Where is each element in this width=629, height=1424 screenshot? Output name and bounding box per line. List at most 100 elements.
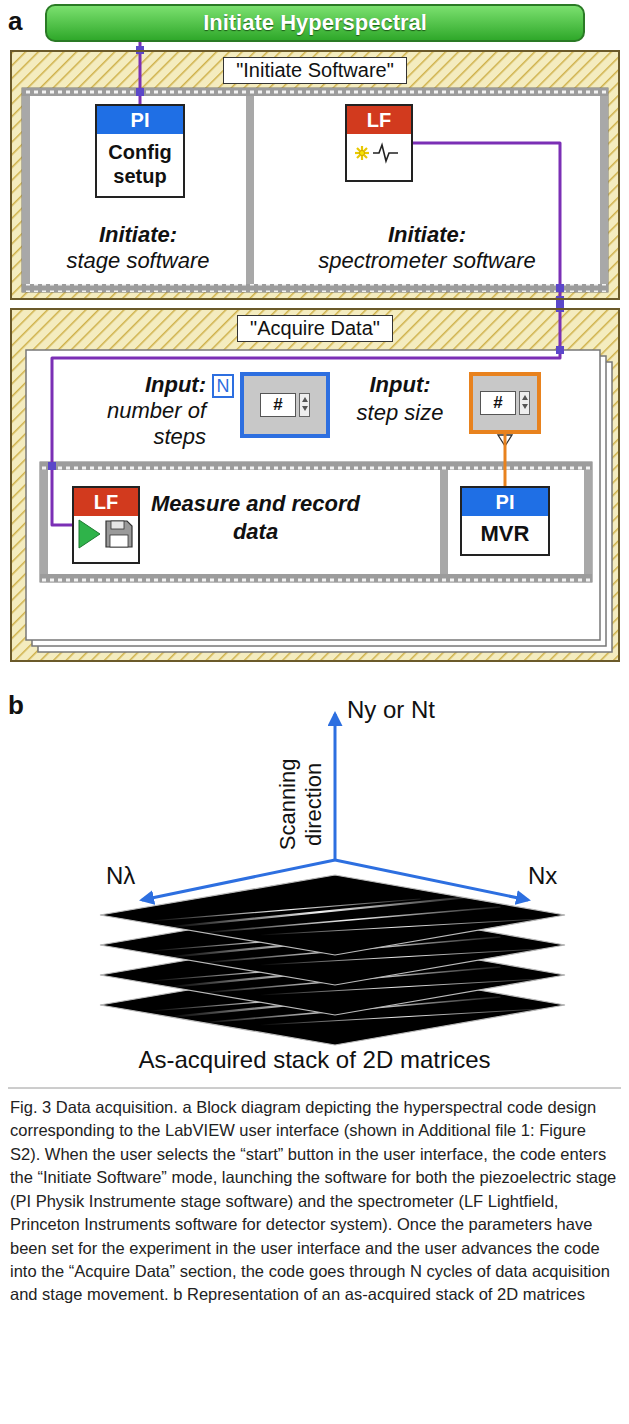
step-caption: Initiate: <box>388 222 466 248</box>
hatched-panel <box>10 308 620 662</box>
icon-area <box>74 516 138 562</box>
sequence-frame <box>40 574 592 582</box>
loop-frame-stack <box>26 350 612 652</box>
sequence-frame <box>584 470 592 574</box>
spinner-up <box>522 395 528 400</box>
numeric-field: # <box>480 391 516 415</box>
initiate-icon <box>355 146 369 160</box>
tunnel-square <box>556 296 564 304</box>
step-caption: spectrometer software <box>318 248 536 274</box>
tunnel-square <box>556 284 564 292</box>
step-caption: stage software <box>66 248 209 274</box>
run-save-icon <box>106 521 132 547</box>
sequence-frame <box>440 470 448 574</box>
start-bar: Initiate Hyperspectral <box>45 4 585 42</box>
axis-arrow <box>335 860 528 900</box>
tunnel-square <box>48 46 564 470</box>
block-title: Config setup <box>97 134 183 196</box>
sequence-frame <box>40 462 592 582</box>
initiate-icon <box>357 148 367 158</box>
tunnel-square <box>48 462 56 470</box>
text-label: Input: <box>58 372 206 398</box>
tunnel-square <box>136 88 144 96</box>
matrix-stack <box>260 919 540 935</box>
start-label: Initiate Hyperspectral <box>203 10 427 36</box>
sequence-frame <box>22 88 608 292</box>
axis-label: Nx <box>528 862 557 891</box>
text-label: step size <box>336 400 464 426</box>
frame-title: "Acquire Data" <box>237 315 393 342</box>
spectral-streak <box>150 897 540 935</box>
vi-block: PIConfig setup <box>95 104 185 198</box>
caption-rule <box>8 1088 621 1089</box>
figure-caption: Fig. 3 Data acquisition. a Block diagram… <box>10 1096 619 1307</box>
matrix-stack <box>260 979 540 995</box>
sequence-frame <box>22 96 30 284</box>
frame-panel: "Initiate Software"Initiate:stage softwa… <box>10 50 620 300</box>
block-header: LF <box>74 488 138 516</box>
step-caption: Initiate: <box>99 222 177 248</box>
sequence-frame <box>22 88 608 292</box>
initiate-icon <box>373 145 398 161</box>
constant-letter: N <box>214 376 232 396</box>
run-save-icon <box>79 520 100 548</box>
block-title: MVR <box>462 516 548 554</box>
frame-panel: "Acquire Data" N # # Measure and record data… <box>10 308 620 662</box>
icon-area <box>347 134 411 180</box>
block-header: PI <box>97 106 183 134</box>
numeric-field: # <box>260 393 296 417</box>
run-save-icon <box>111 521 124 529</box>
sequence-frame <box>246 96 254 284</box>
sequence-frame <box>40 462 592 582</box>
spinner-down <box>302 406 308 411</box>
text-label: Input: <box>336 372 464 398</box>
spinner <box>299 393 310 417</box>
frame-title: "Initiate Software" <box>223 57 407 84</box>
sequence-cell: Initiate:spectrometer software LF <box>254 96 600 284</box>
hatched-panel <box>10 50 620 300</box>
data-wire <box>52 143 560 525</box>
sequence-frame <box>22 284 608 292</box>
numeric-control: # <box>469 372 541 434</box>
vi-block: LF <box>72 486 140 564</box>
axis-label: Scanning direction <box>275 749 328 859</box>
sequence-cell: Measure and record data LF <box>48 470 440 574</box>
spinner-up <box>302 397 308 402</box>
matrix-stack <box>150 899 420 921</box>
sequence-cell: Initiate:stage software PIConfig setup <box>30 96 246 284</box>
panel-letter: b <box>8 690 24 721</box>
run-save-icon <box>110 535 128 547</box>
vi-block: LF <box>345 104 413 182</box>
matrix-sheet <box>100 875 565 955</box>
initiate-icon <box>355 145 398 161</box>
sequence-frame <box>40 470 48 574</box>
matrix-stack <box>100 875 565 1045</box>
block-header: PI <box>462 488 548 516</box>
data-wire <box>504 434 507 486</box>
matrix-stack <box>260 949 540 965</box>
initiate-icon <box>360 151 365 156</box>
axis-arrow <box>334 714 337 860</box>
hatched-panel <box>10 50 620 662</box>
axis-label: Ny or Nt <box>347 696 435 725</box>
panel-letter: a <box>8 6 22 37</box>
block-header: LF <box>347 106 411 134</box>
wire-group <box>52 42 560 525</box>
step-caption: Measure and record data <box>148 490 363 546</box>
matrix-stack <box>200 907 500 933</box>
tunnel-square <box>556 346 564 354</box>
caption-rule <box>8 1088 621 1089</box>
matrix-stack <box>260 1009 540 1025</box>
spinner <box>519 391 530 415</box>
text-label: As-acquired stack of 2D matrices <box>0 1046 629 1075</box>
sequence-frame <box>600 96 608 284</box>
numeric-control: # <box>240 372 330 438</box>
axis-arrow <box>142 714 528 900</box>
axis-label: Nλ <box>106 862 135 891</box>
text-label: number of steps <box>58 398 206 451</box>
axis-arrow <box>142 860 335 900</box>
